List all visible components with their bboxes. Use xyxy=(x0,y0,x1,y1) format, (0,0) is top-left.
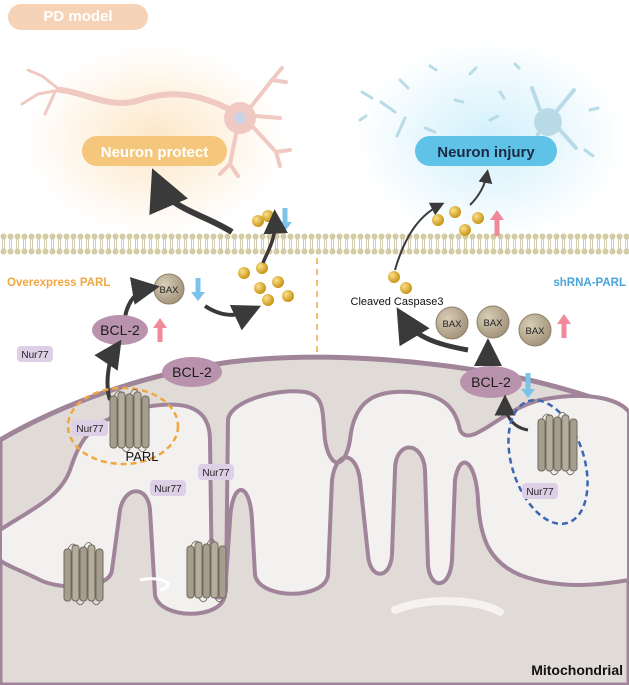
nur77-parl-right xyxy=(522,483,558,499)
bax-to-cytoc-arrow xyxy=(203,304,262,331)
cyto-c-caspase-2 xyxy=(400,282,412,294)
bax-right-group: BAX BAX BAX xyxy=(435,305,552,347)
cleaved-caspase3-label: Cleaved Caspase3 xyxy=(351,296,444,308)
parl-label: PARL xyxy=(126,449,159,464)
overexpress-parl-label: Overexpress PARL xyxy=(7,277,110,289)
cyto-c-right-top xyxy=(432,206,484,236)
bax-right-3 xyxy=(518,313,552,347)
bcl2-lower-left-label: BCL-2 xyxy=(172,364,212,380)
bax-right-3-label: BAX xyxy=(525,326,545,337)
cyto-c-left-top xyxy=(252,210,274,227)
page-title: PD model xyxy=(43,8,113,25)
down-arrow-bcl2-right-head xyxy=(521,389,535,398)
mitochondrion xyxy=(0,354,629,685)
bcl2-to-bax-arrow xyxy=(123,277,160,318)
nur77-parl-left xyxy=(72,420,108,436)
cytoc-release-arrow xyxy=(261,209,288,264)
bax-left-label: BAX xyxy=(159,285,179,296)
up-arrow-bax-right-head xyxy=(557,314,571,324)
bcl2-upper-left xyxy=(92,315,148,345)
bcl2-right-label: BCL-2 xyxy=(471,374,511,390)
parl-complex-right xyxy=(507,398,589,526)
nur77-matrix-right-label: Nur77 xyxy=(202,468,230,479)
nur77-matrix-right xyxy=(198,464,234,480)
down-arrow-top-left-head xyxy=(278,222,292,231)
bcl2-right xyxy=(460,366,522,398)
nur77-cytoplasm-label: Nur77 xyxy=(21,350,49,361)
neuron-injury-box xyxy=(415,136,557,166)
healthy-neuron xyxy=(20,66,292,178)
nur77-matrix-left-label: Nur77 xyxy=(154,484,182,495)
to-injury-arrow xyxy=(469,169,493,206)
bax-right-1-label: BAX xyxy=(442,319,462,330)
shrna-parl-label: shRNA-PARL xyxy=(553,277,626,289)
cell-membrane xyxy=(0,233,629,255)
nur77-parl-left-label: Nur77 xyxy=(76,424,104,435)
up-arrow-bcl2-left-head xyxy=(153,318,167,328)
nur77-matrix-left xyxy=(150,480,186,496)
mitochondrial-label: Mitochondrial xyxy=(531,662,623,678)
bax-right-2-label: BAX xyxy=(483,318,503,329)
parl-protein-inner-1 xyxy=(63,541,104,606)
parl-protein-inner-2 xyxy=(186,538,227,603)
down-arrow-bax-left-head xyxy=(191,292,205,301)
neuron-protect-label: Neuron protect xyxy=(101,144,209,161)
bcl2-upper-left-label: BCL-2 xyxy=(100,322,140,338)
protect-arrow xyxy=(149,168,234,235)
neuron-protect-box xyxy=(82,136,227,166)
cyto-c-caspase-1 xyxy=(388,271,400,283)
nur77-cytoplasm xyxy=(17,346,53,362)
cyto-c-left xyxy=(238,262,294,306)
nur77-parl-right-label: Nur77 xyxy=(526,487,554,498)
parl-protein-right xyxy=(537,411,578,476)
parl-to-bcl2-arrow xyxy=(94,339,122,401)
bax-right-1 xyxy=(435,306,469,340)
neuron-injury-label: Neuron injury xyxy=(437,144,535,161)
up-arrow-top-right-head xyxy=(490,210,504,220)
title-pill: PD model xyxy=(8,4,148,30)
caspase-to-membrane-arrow xyxy=(394,202,445,271)
parl-complex-left xyxy=(66,386,180,466)
bax-right-2 xyxy=(476,305,510,339)
damaged-neuron xyxy=(358,62,600,158)
bcl2-lower-left xyxy=(162,357,222,387)
bcl2-to-caspase-arrow xyxy=(396,307,469,353)
parl-protein-left xyxy=(109,388,150,453)
